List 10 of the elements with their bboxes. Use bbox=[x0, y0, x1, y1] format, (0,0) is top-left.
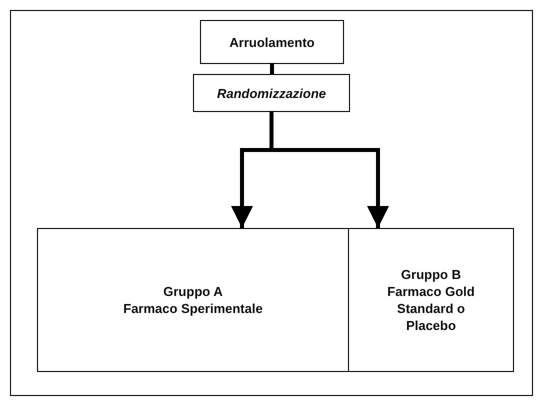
process-box bbox=[200, 20, 344, 64]
box-text: Gruppo B bbox=[401, 266, 461, 283]
box-text: Gruppo A bbox=[163, 283, 223, 300]
box-text: Arruolamento bbox=[229, 34, 315, 50]
process-box bbox=[193, 74, 350, 112]
process-box bbox=[37, 228, 349, 372]
process-box bbox=[348, 228, 514, 372]
box-text: Farmaco Sperimentale bbox=[123, 300, 263, 317]
box-text: Randomizzazione bbox=[216, 84, 326, 102]
box-text: Farmaco Gold Standard o Placebo bbox=[386, 283, 476, 334]
